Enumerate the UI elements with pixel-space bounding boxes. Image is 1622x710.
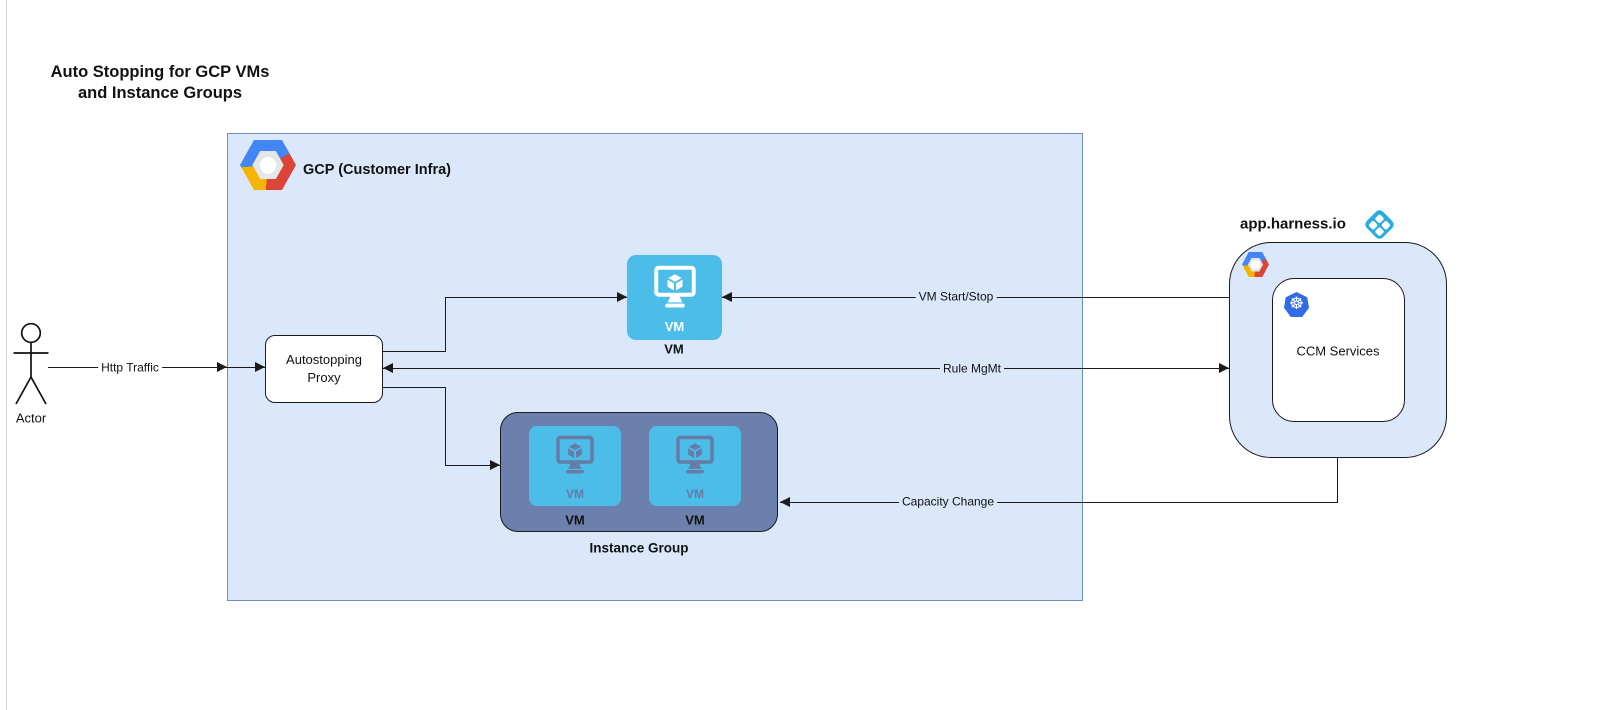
arrowhead-icon [780, 496, 790, 507]
edge-label-http-traffic: Http Traffic [98, 360, 162, 376]
edge-label-vm-start-stop: VM Start/Stop [915, 289, 997, 305]
arrowhead-icon [255, 361, 265, 372]
ccm-services-label: CCM Services [1296, 343, 1380, 359]
edge-proxy-to-instance-group [383, 386, 446, 388]
actor-label: Actor [15, 410, 47, 426]
harness-domain-label: app.harness.io [1240, 215, 1346, 233]
page-boundary-line [6, 0, 7, 710]
vm-node-caption: VM [664, 341, 684, 357]
edge-rule-mgmt [383, 367, 1229, 369]
edge-proxy-to-instance-group [445, 464, 500, 466]
vm-tile-caption: VM [565, 512, 585, 528]
arrowhead-icon [617, 291, 627, 302]
edge-label-rule-mgmt: Rule MgMt [939, 361, 1005, 377]
arrowhead-icon [217, 361, 227, 372]
edge-proxy-to-instance-group [445, 387, 447, 465]
diagram-title: Auto Stopping for GCP VMs and Instance G… [50, 63, 270, 103]
vm-monitor-icon [551, 434, 600, 480]
arrowhead-icon [490, 459, 500, 470]
arrowhead-icon [722, 291, 732, 302]
autostopping-proxy-node: Autostopping Proxy [265, 335, 383, 403]
arrowhead-icon [1219, 362, 1229, 373]
vm-node-inner-label: VM [664, 319, 685, 334]
edge-label-capacity-change: Capacity Change [898, 494, 998, 510]
vm-node: VM [627, 255, 722, 340]
harness-logo-icon [1363, 208, 1396, 241]
arrowhead-icon [383, 362, 393, 373]
instance-group-vm-tile: VM [649, 426, 741, 506]
actor-icon [12, 322, 50, 410]
edge-proxy-to-vm [445, 296, 627, 298]
vm-tile-caption: VM [685, 512, 705, 528]
vm-monitor-icon [648, 264, 702, 314]
instance-group-node: VM VM VM VM [500, 412, 778, 532]
edge-proxy-to-vm [383, 350, 446, 352]
edge-proxy-to-vm [445, 297, 447, 351]
vm-tile-inner-label: VM [686, 487, 704, 501]
vm-monitor-icon [671, 434, 720, 480]
kubernetes-icon: ☸ [1284, 292, 1309, 317]
instance-group-caption: Instance Group [589, 540, 689, 556]
instance-group-vm-tile: VM [529, 426, 621, 506]
edge-capacity-change [780, 501, 1338, 503]
vm-tile-inner-label: VM [566, 487, 584, 501]
edge-capacity-change [1337, 458, 1339, 502]
autostopping-proxy-label: Autostopping Proxy [286, 352, 362, 385]
gcp-container-label: GCP (Customer Infra) [303, 162, 451, 178]
